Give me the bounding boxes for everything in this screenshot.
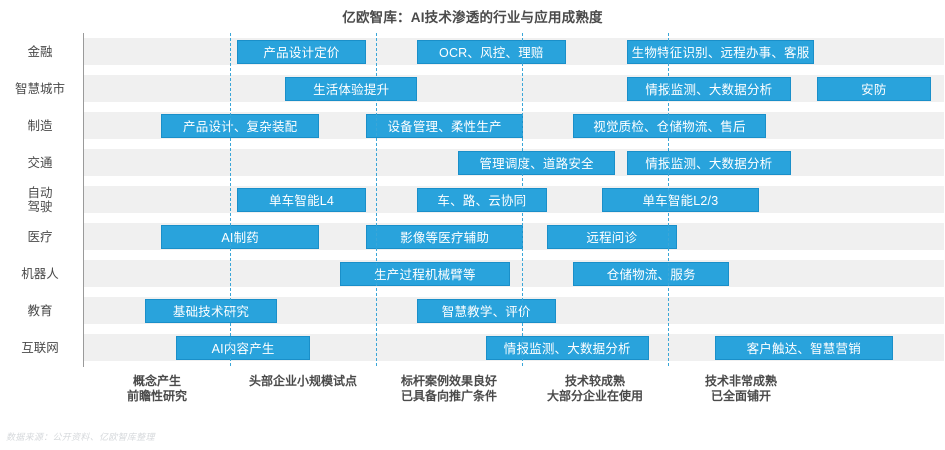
- bar-label: 生物特征识别、远程办事、客服: [631, 46, 810, 60]
- bar-医疗-3[interactable]: 远程问诊: [546, 224, 677, 249]
- bar-label: 管理调度、道路安全: [479, 157, 594, 171]
- row-label-line: 制造: [27, 118, 53, 133]
- bar-label: 智慧教学、评价: [441, 305, 531, 319]
- bar-label: OCR、风控、理赔: [439, 46, 544, 60]
- stage-label-line: 大部分企业在使用: [546, 389, 643, 403]
- bar-自动驾驶-2[interactable]: 车、路、云协同: [416, 187, 547, 212]
- bar-label: 情报监测、大数据分析: [503, 342, 631, 356]
- row-label-line: 互联网: [21, 340, 59, 355]
- bar-互联网-3[interactable]: 客户触达、智慧营销: [714, 335, 893, 360]
- bar-label: 视觉质检、仓储物流、售后: [593, 120, 746, 134]
- row-label-自动驾驶: 自动驾驶: [0, 186, 80, 214]
- bar-自动驾驶-1[interactable]: 单车智能L4: [237, 187, 366, 212]
- row-label-line: 机器人: [21, 266, 59, 281]
- bar-label: 单车智能L4: [268, 194, 335, 208]
- stage-label-line: 技术较成熟: [564, 374, 625, 388]
- stage-divider-3: [522, 33, 523, 366]
- bar-label: 生产过程机械臂等: [374, 268, 476, 282]
- bar-label: AI内容产生: [211, 342, 275, 356]
- row-band: [84, 75, 944, 102]
- bar-机器人-2[interactable]: 仓储物流、服务: [573, 261, 730, 286]
- bar-金融-2[interactable]: OCR、风控、理赔: [416, 39, 566, 64]
- bar-互联网-1[interactable]: AI内容产生: [175, 335, 311, 360]
- row-label-金融: 金融: [0, 45, 80, 59]
- bar-制造-3[interactable]: 视觉质检、仓储物流、售后: [573, 113, 766, 138]
- bar-label: 远程问诊: [586, 231, 638, 245]
- row-label-机器人: 机器人: [0, 267, 80, 281]
- bar-label: 产品设计定价: [263, 46, 340, 60]
- bar-自动驾驶-3[interactable]: 单车智能L2/3: [602, 187, 759, 212]
- stage-label-stage-3: 标杆案例效果良好已具备向推广条件: [359, 374, 539, 404]
- stage-label-line: 概念产生: [132, 374, 181, 388]
- bar-label: AI制药: [221, 231, 260, 245]
- row-label-line: 教育: [27, 303, 53, 318]
- row-label-制造: 制造: [0, 119, 80, 133]
- row-label-智慧城市: 智慧城市: [0, 82, 80, 96]
- stage-label-line: 技术非常成熟: [704, 374, 777, 388]
- stage-label-stage-5: 技术非常成熟已全面铺开: [651, 374, 831, 404]
- bar-智慧城市-3[interactable]: 安防: [816, 76, 931, 101]
- stage-label-line: 头部企业小规模试点: [248, 374, 357, 388]
- source-note: 数据来源：公开资料、亿欧智库整理: [6, 432, 155, 442]
- bar-label: 产品设计、复杂装配: [183, 120, 298, 134]
- bar-制造-2[interactable]: 设备管理、柔性生产: [365, 113, 524, 138]
- row-label-交通: 交通: [0, 156, 80, 170]
- stage-label-stage-4: 技术较成熟大部分企业在使用: [505, 374, 685, 404]
- bar-医疗-1[interactable]: AI制药: [161, 224, 320, 249]
- stage-label-stage-1: 概念产生前瞻性研究: [67, 374, 247, 404]
- bar-教育-1[interactable]: 基础技术研究: [145, 298, 277, 323]
- row-label-line: 智慧城市: [14, 81, 65, 96]
- bar-label: 情报监测、大数据分析: [645, 83, 773, 97]
- bar-label: 影像等医疗辅助: [400, 231, 490, 245]
- bar-label: 基础技术研究: [172, 305, 250, 319]
- bar-智慧城市-1[interactable]: 生活体验提升: [285, 76, 417, 101]
- stage-label-line: 标杆案例效果良好: [400, 374, 497, 388]
- bar-智慧城市-2[interactable]: 情报监测、大数据分析: [627, 76, 791, 101]
- bar-label: 情报监测、大数据分析: [645, 157, 773, 171]
- row-label-教育: 教育: [0, 304, 80, 318]
- bar-交通-1[interactable]: 管理调度、道路安全: [457, 150, 616, 175]
- bar-金融-3[interactable]: 生物特征识别、远程办事、客服: [627, 39, 814, 64]
- stage-label-line: 已具备向推广条件: [400, 389, 497, 403]
- row-label-line: 交通: [27, 155, 53, 170]
- bar-制造-1[interactable]: 产品设计、复杂装配: [161, 113, 320, 138]
- row-label-医疗: 医疗: [0, 230, 80, 244]
- bar-label: 安防: [861, 83, 887, 97]
- stage-label-line: 已全面铺开: [710, 389, 771, 403]
- row-label-line: 驾驶: [27, 199, 53, 214]
- bar-label: 生活体验提升: [313, 83, 390, 97]
- stage-divider-2: [376, 33, 377, 366]
- chart-title: 亿欧智库：AI技术渗透的行业与应用成熟度: [342, 10, 603, 25]
- row-label-line: 自动: [27, 185, 53, 200]
- bar-label: 客户触达、智慧营销: [746, 342, 861, 356]
- bar-label: 车、路、云协同: [437, 194, 527, 208]
- bar-label: 单车智能L2/3: [642, 194, 719, 208]
- stage-label-stage-2: 头部企业小规模试点: [213, 374, 393, 389]
- row-label-互联网: 互联网: [0, 341, 80, 355]
- bar-label: 设备管理、柔性生产: [387, 120, 502, 134]
- bar-互联网-2[interactable]: 情报监测、大数据分析: [485, 335, 650, 360]
- bar-机器人-1[interactable]: 生产过程机械臂等: [339, 261, 511, 286]
- stage-divider-1: [230, 33, 231, 366]
- bar-医疗-2[interactable]: 影像等医疗辅助: [365, 224, 524, 249]
- stage-divider-4: [668, 33, 669, 366]
- row-band: [84, 260, 944, 287]
- row-label-line: 金融: [27, 44, 53, 59]
- bar-金融-1[interactable]: 产品设计定价: [237, 39, 366, 64]
- y-axis-line: [83, 33, 84, 367]
- bar-教育-2[interactable]: 智慧教学、评价: [416, 298, 556, 323]
- stage-label-line: 前瞻性研究: [126, 389, 187, 403]
- row-label-line: 医疗: [27, 229, 53, 244]
- bar-label: 仓储物流、服务: [606, 268, 696, 282]
- bar-交通-2[interactable]: 情报监测、大数据分析: [627, 150, 791, 175]
